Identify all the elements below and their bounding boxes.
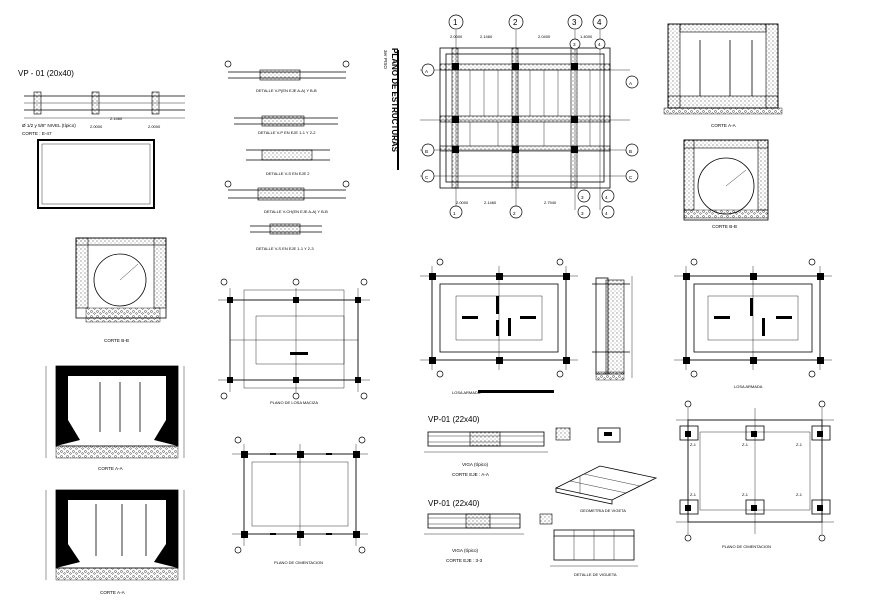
beam-vp01-top-section: CORTE : E-47	[22, 131, 52, 136]
beam-vp01-mid: VP-01 (22x40) VIGA (típico) CORTE EJE : …	[424, 415, 621, 477]
corte-aa-left-2: CORTE A-A	[45, 489, 185, 595]
axis-label: 3	[581, 195, 584, 200]
beam-vp01-low: VP-01 (22x40) VIGA (típico) CORTE EJE : …	[424, 499, 553, 563]
axis-label: C	[629, 175, 633, 180]
slab-outline	[37, 139, 155, 209]
dim-label: 2.0000	[450, 34, 463, 39]
corte-bb-right: CORTE B-B	[683, 139, 769, 229]
axis-label: 3	[572, 18, 577, 27]
detail-3-label: DETALLE V-S EN EJE 2	[266, 171, 310, 176]
axis-label: C	[425, 175, 429, 180]
sheet-title-sub: 3er PISO	[383, 50, 388, 69]
zapata-label: Z-1	[796, 492, 803, 497]
dim-label: 2.7940	[544, 200, 557, 205]
plano-cimentacion-right: Z-1 Z-1 Z-1 Z-1 Z-1 Z-1 PLANO DE CIMENTA…	[676, 400, 834, 549]
cimentacion-mid-label: PLANO DE CIMENTACION	[274, 560, 323, 565]
detail-column: DETALLE V-P(EN EJE A-A) Y B-B DETALLE V-…	[224, 60, 350, 251]
cimentacion-right-label: PLANO DE CIMENTACION	[722, 544, 771, 549]
column-detail	[592, 276, 633, 381]
axis-bubble	[508, 14, 524, 30]
geometria-vigeta-label: GEOMETRIA DE VIGETA	[580, 508, 626, 513]
corte-aa-right-label: CORTE A-A	[711, 123, 737, 128]
axis-label: B	[629, 149, 632, 154]
axis-label: A	[425, 69, 429, 74]
beam-vp01-top-title: VP - 01 (20x40)	[18, 69, 74, 78]
dim-label: 2.0000	[456, 200, 469, 205]
corte-bb-left: CORTE B-B	[75, 237, 167, 343]
zapata-label: Z-1	[690, 442, 697, 447]
geometria-vigeta: GEOMETRIA DE VIGETA	[554, 465, 658, 513]
detalle-vigueta: DETALLE DE VIGUETA	[550, 529, 638, 577]
detalle-vigueta-label: DETALLE DE VIGUETA	[574, 572, 617, 577]
beam-vp01-top: VP - 01 (20x40) Ø 1/2 y 5/8" NIVEL (típi…	[18, 69, 185, 136]
axis-label: 4	[598, 42, 601, 47]
beam-vp01-mid-corte: CORTE EJE : A-A	[452, 472, 490, 477]
detail-2-label: DETALLE V-P EN EJE 1-1 Y 2-2	[258, 130, 316, 135]
beam-vp01-mid-title: VP-01 (22x40)	[428, 415, 480, 424]
beam-vp01-low-corte: CORTE EJE : 3-3	[446, 558, 483, 563]
beam-vp01-low-viga: VIGA (típico)	[452, 548, 479, 553]
zapata-label: Z-1	[796, 442, 803, 447]
axis-label: 2	[513, 211, 516, 216]
axis-bubble	[567, 14, 583, 30]
zapata-label: Z-1	[690, 492, 697, 497]
losa-maciza-label: PLANO DE LOSA MACIZA	[270, 400, 318, 405]
dim-label: 2.1460	[110, 116, 123, 121]
axis-label: B	[425, 149, 428, 154]
axis-label: 1	[453, 18, 458, 27]
dim-label: 1.4000	[580, 34, 593, 39]
axis-label: 3	[573, 42, 576, 47]
main-structural-plan: PLANO DE ESTRUCTURAS 3er PISO	[383, 14, 639, 219]
axis-label: 4	[597, 18, 602, 27]
detail-4-label: DETALLE V-CH(EN EJE A-A) Y B-B	[264, 209, 328, 214]
losa-armada-1: LOSA ARMADA	[420, 258, 578, 395]
dim-label: 2.0000	[148, 124, 161, 129]
axis-label: 1	[453, 211, 456, 216]
dim-label: 2.0400	[538, 34, 551, 39]
axis-label: 4	[605, 195, 608, 200]
corte-aa-left-1-label: CORTE A-A	[98, 466, 124, 471]
sheet-title-vertical: PLANO DE ESTRUCTURAS	[390, 48, 399, 153]
beam-vp01-mid-viga: VIGA (típico)	[462, 462, 489, 467]
dim-label: 2.1460	[484, 200, 497, 205]
zapata-group: Z-1 Z-1 Z-1 Z-1 Z-1 Z-1	[679, 425, 831, 515]
plano-cimentacion-mid: PLANO DE CIMENTACION	[232, 436, 368, 565]
losa-armada-1-label: LOSA ARMADA	[452, 390, 481, 395]
detail-5-label: DETALLE V-S EN EJE 1-1 Y 2-3	[256, 246, 314, 251]
axis-label: A	[629, 81, 633, 86]
beam-vp01-top-note: Ø 1/2 y 5/8" NIVEL (típico)	[22, 123, 76, 128]
zapata-label: Z-1	[742, 492, 749, 497]
dim-label: 2.0000	[90, 124, 103, 129]
axis-label: 2	[513, 18, 518, 27]
detail-1-label: DETALLE V-P(EN EJE A-A) Y B-B	[256, 88, 317, 93]
corte-aa-left-1: CORTE A-A	[45, 365, 185, 471]
corte-bb-right-label: CORTE B-B	[712, 224, 737, 229]
axis-bubble	[592, 14, 608, 30]
corte-aa-left-2-label: CORTE A-A	[100, 590, 126, 595]
losa-armada-2-label: LOSA ARMADA	[734, 384, 763, 389]
axis-label: 3	[581, 211, 584, 216]
axis-label: 4	[605, 211, 608, 216]
axis-bubble	[448, 14, 464, 30]
corte-bb-left-label: CORTE B-B	[104, 338, 129, 343]
beam-vp01-low-title: VP-01 (22x40)	[428, 499, 480, 508]
losa-armada-2: LOSA ARMADA	[674, 258, 832, 389]
plano-losa-maciza: PLANO DE LOSA MACIZA	[218, 278, 370, 405]
dim-label: 2.1460	[480, 34, 493, 39]
corte-aa-right: CORTE A-A	[663, 23, 783, 128]
zapata-label: Z-1	[742, 442, 749, 447]
